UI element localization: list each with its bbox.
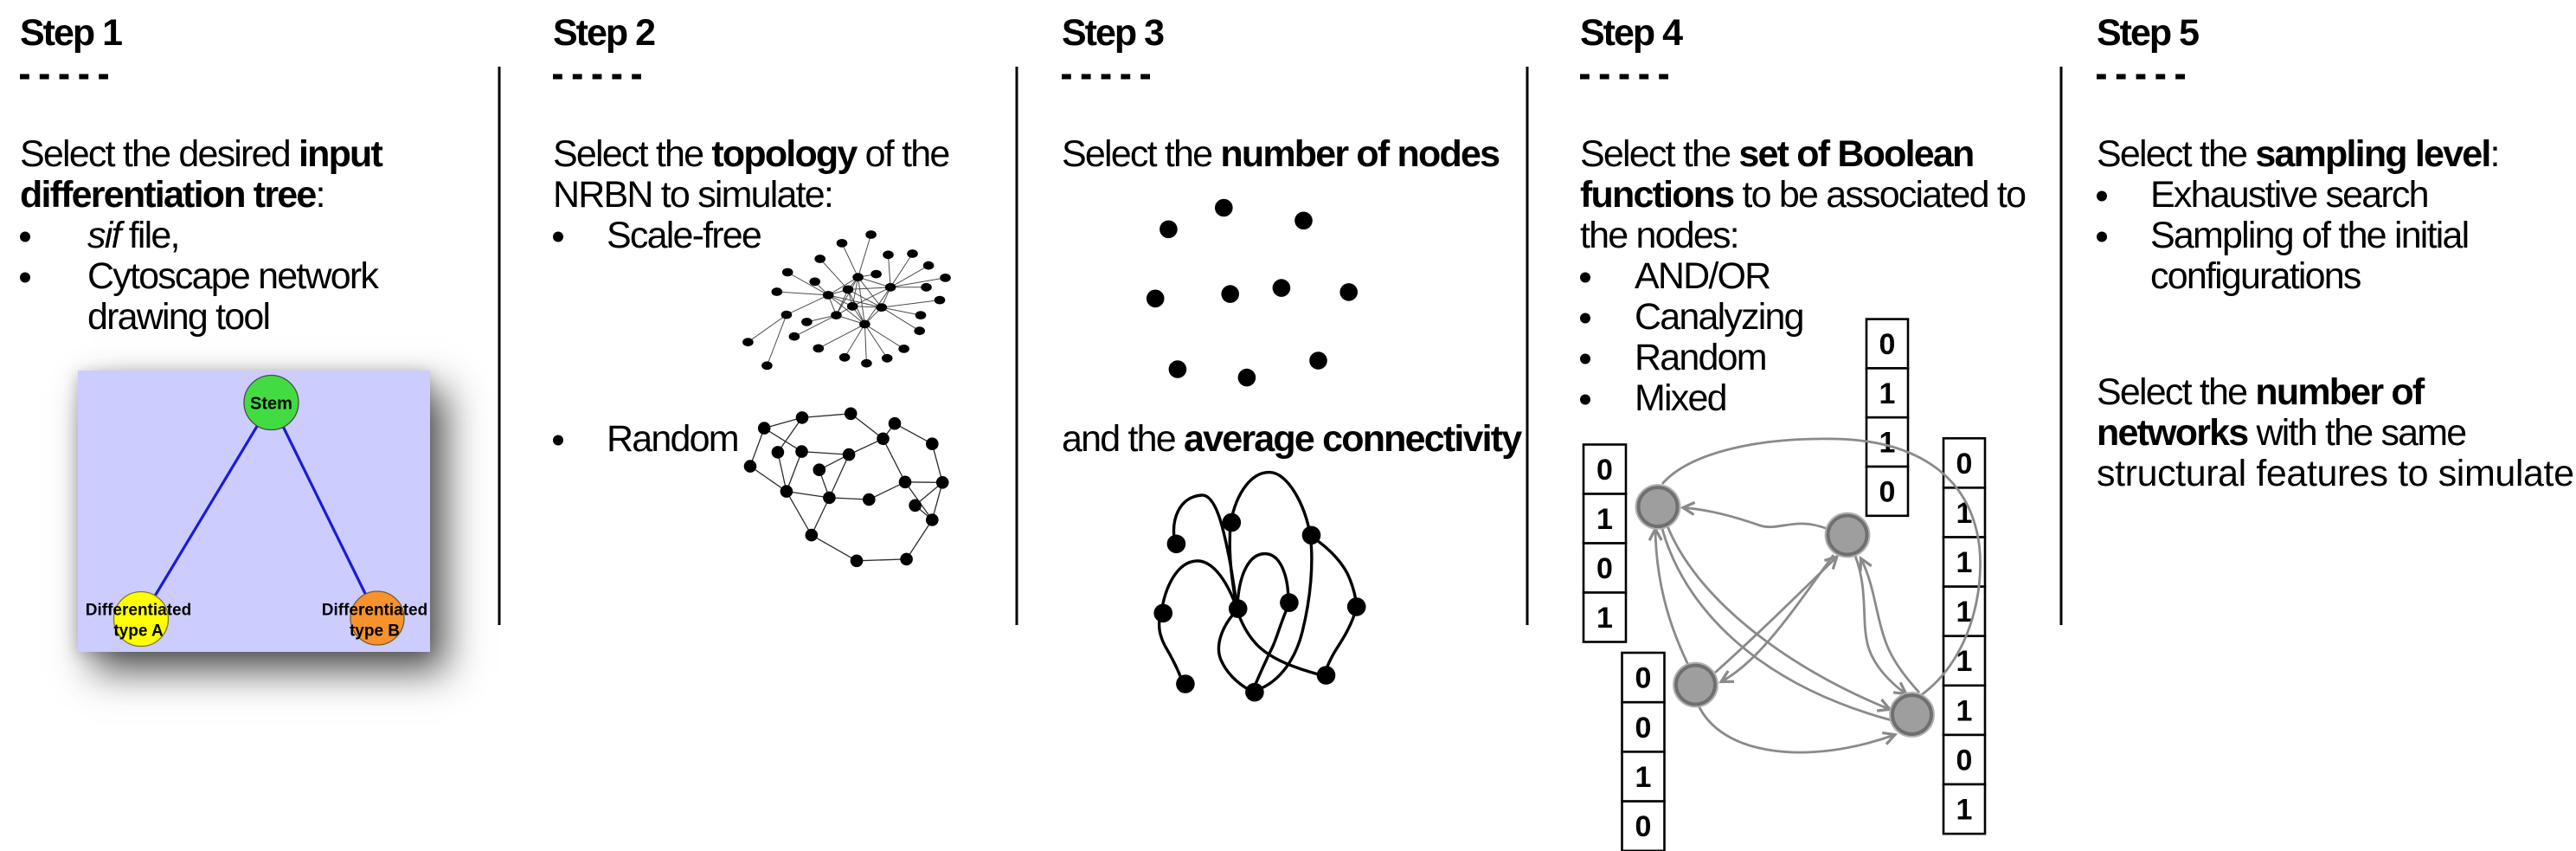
- svg-text:0: 0: [1635, 662, 1652, 695]
- svg-text:1: 1: [1879, 377, 1896, 410]
- svg-text:1: 1: [1596, 602, 1613, 635]
- svg-text:0: 0: [1956, 745, 1973, 777]
- svg-text:Differentiated: Differentiated: [86, 602, 191, 620]
- svg-text:1: 1: [1596, 503, 1613, 536]
- svg-text:type A: type A: [113, 622, 164, 641]
- svg-text:1: 1: [1956, 694, 1973, 727]
- svg-text:1: 1: [1956, 546, 1973, 579]
- svg-text:1: 1: [1956, 645, 1973, 678]
- svg-text:0: 0: [1956, 448, 1973, 480]
- svg-text:type B: type B: [350, 622, 400, 641]
- svg-text:0: 0: [1596, 552, 1613, 585]
- svg-text:0: 0: [1879, 475, 1896, 508]
- svg-text:0: 0: [1596, 454, 1613, 487]
- svg-text:0: 0: [1635, 712, 1652, 745]
- svg-text:Differentiated: Differentiated: [322, 602, 427, 620]
- svg-text:Stem: Stem: [250, 395, 292, 414]
- svg-text:1: 1: [1956, 596, 1973, 629]
- svg-text:1: 1: [1879, 427, 1896, 460]
- svg-text:1: 1: [1635, 761, 1652, 794]
- svg-text:0: 0: [1635, 810, 1652, 843]
- svg-text:1: 1: [1956, 794, 1973, 827]
- svg-text:0: 0: [1879, 328, 1896, 361]
